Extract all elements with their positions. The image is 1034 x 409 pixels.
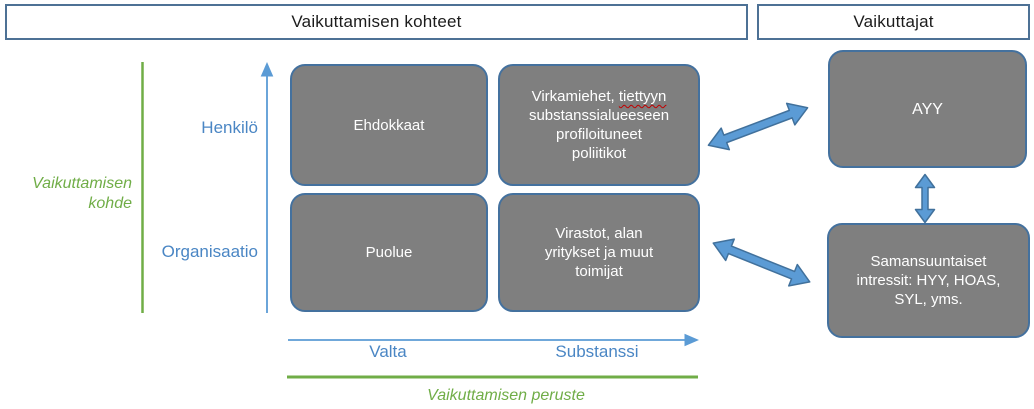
influencer-box-ayy-label: AYY (912, 100, 943, 118)
double-arrow-bottom-icon (712, 238, 811, 287)
virkamiehet-text-after: substanssialueeseen profiloituneet polii… (528, 107, 670, 162)
influencer-box-samansuuntaiset: Samansuuntaiset intressit: HYY, HOAS, SY… (827, 223, 1030, 338)
double-arrow-top-icon (707, 102, 809, 151)
x-axis-title: Vaikuttamisen peruste (427, 387, 585, 404)
double-arrow-vertical-icon (914, 173, 936, 224)
matrix-box-ehdokkaat: Ehdokkaat (290, 64, 488, 186)
col-label-valta: Valta (369, 342, 407, 361)
influencer-box-ayy: AYY (828, 50, 1027, 168)
matrix-box-virastot-label: Virastot, alan yritykset ja muut toimija… (544, 225, 654, 280)
y-axis-title: Vaikuttamisen kohde (32, 175, 132, 212)
header-influencers-label: Vaikuttajat (853, 12, 934, 31)
virkamiehet-text-before: Virkamiehet, (531, 88, 619, 105)
col-label-substanssi: Substanssi (555, 342, 639, 361)
row-label-henkilo: Henkilö (201, 118, 258, 137)
matrix-box-virkamiehet: Virkamiehet, tiettyyn substanssialueesee… (498, 64, 700, 186)
influencer-box-samansuuntaiset-label: Samansuuntaiset intressit: HYY, HOAS, SY… (856, 253, 1001, 308)
matrix-box-virkamiehet-label: Virkamiehet, tiettyyn substanssialueesee… (529, 87, 669, 163)
virkamiehet-misspelled-word: tiettyyn (618, 88, 667, 105)
header-influencers: Vaikuttajat (757, 4, 1030, 40)
row-label-organisaatio: Organisaatio (161, 242, 258, 261)
y-axis-arrow-up-icon (260, 62, 274, 313)
matrix-box-puolue: Puolue (290, 193, 488, 312)
header-targets-label: Vaikuttamisen kohteet (291, 12, 462, 31)
matrix-box-ehdokkaat-label: Ehdokkaat (353, 116, 425, 134)
header-targets: Vaikuttamisen kohteet (5, 4, 748, 40)
matrix-box-virastot: Virastot, alan yritykset ja muut toimija… (498, 193, 700, 312)
matrix-box-puolue-label: Puolue (365, 244, 413, 261)
